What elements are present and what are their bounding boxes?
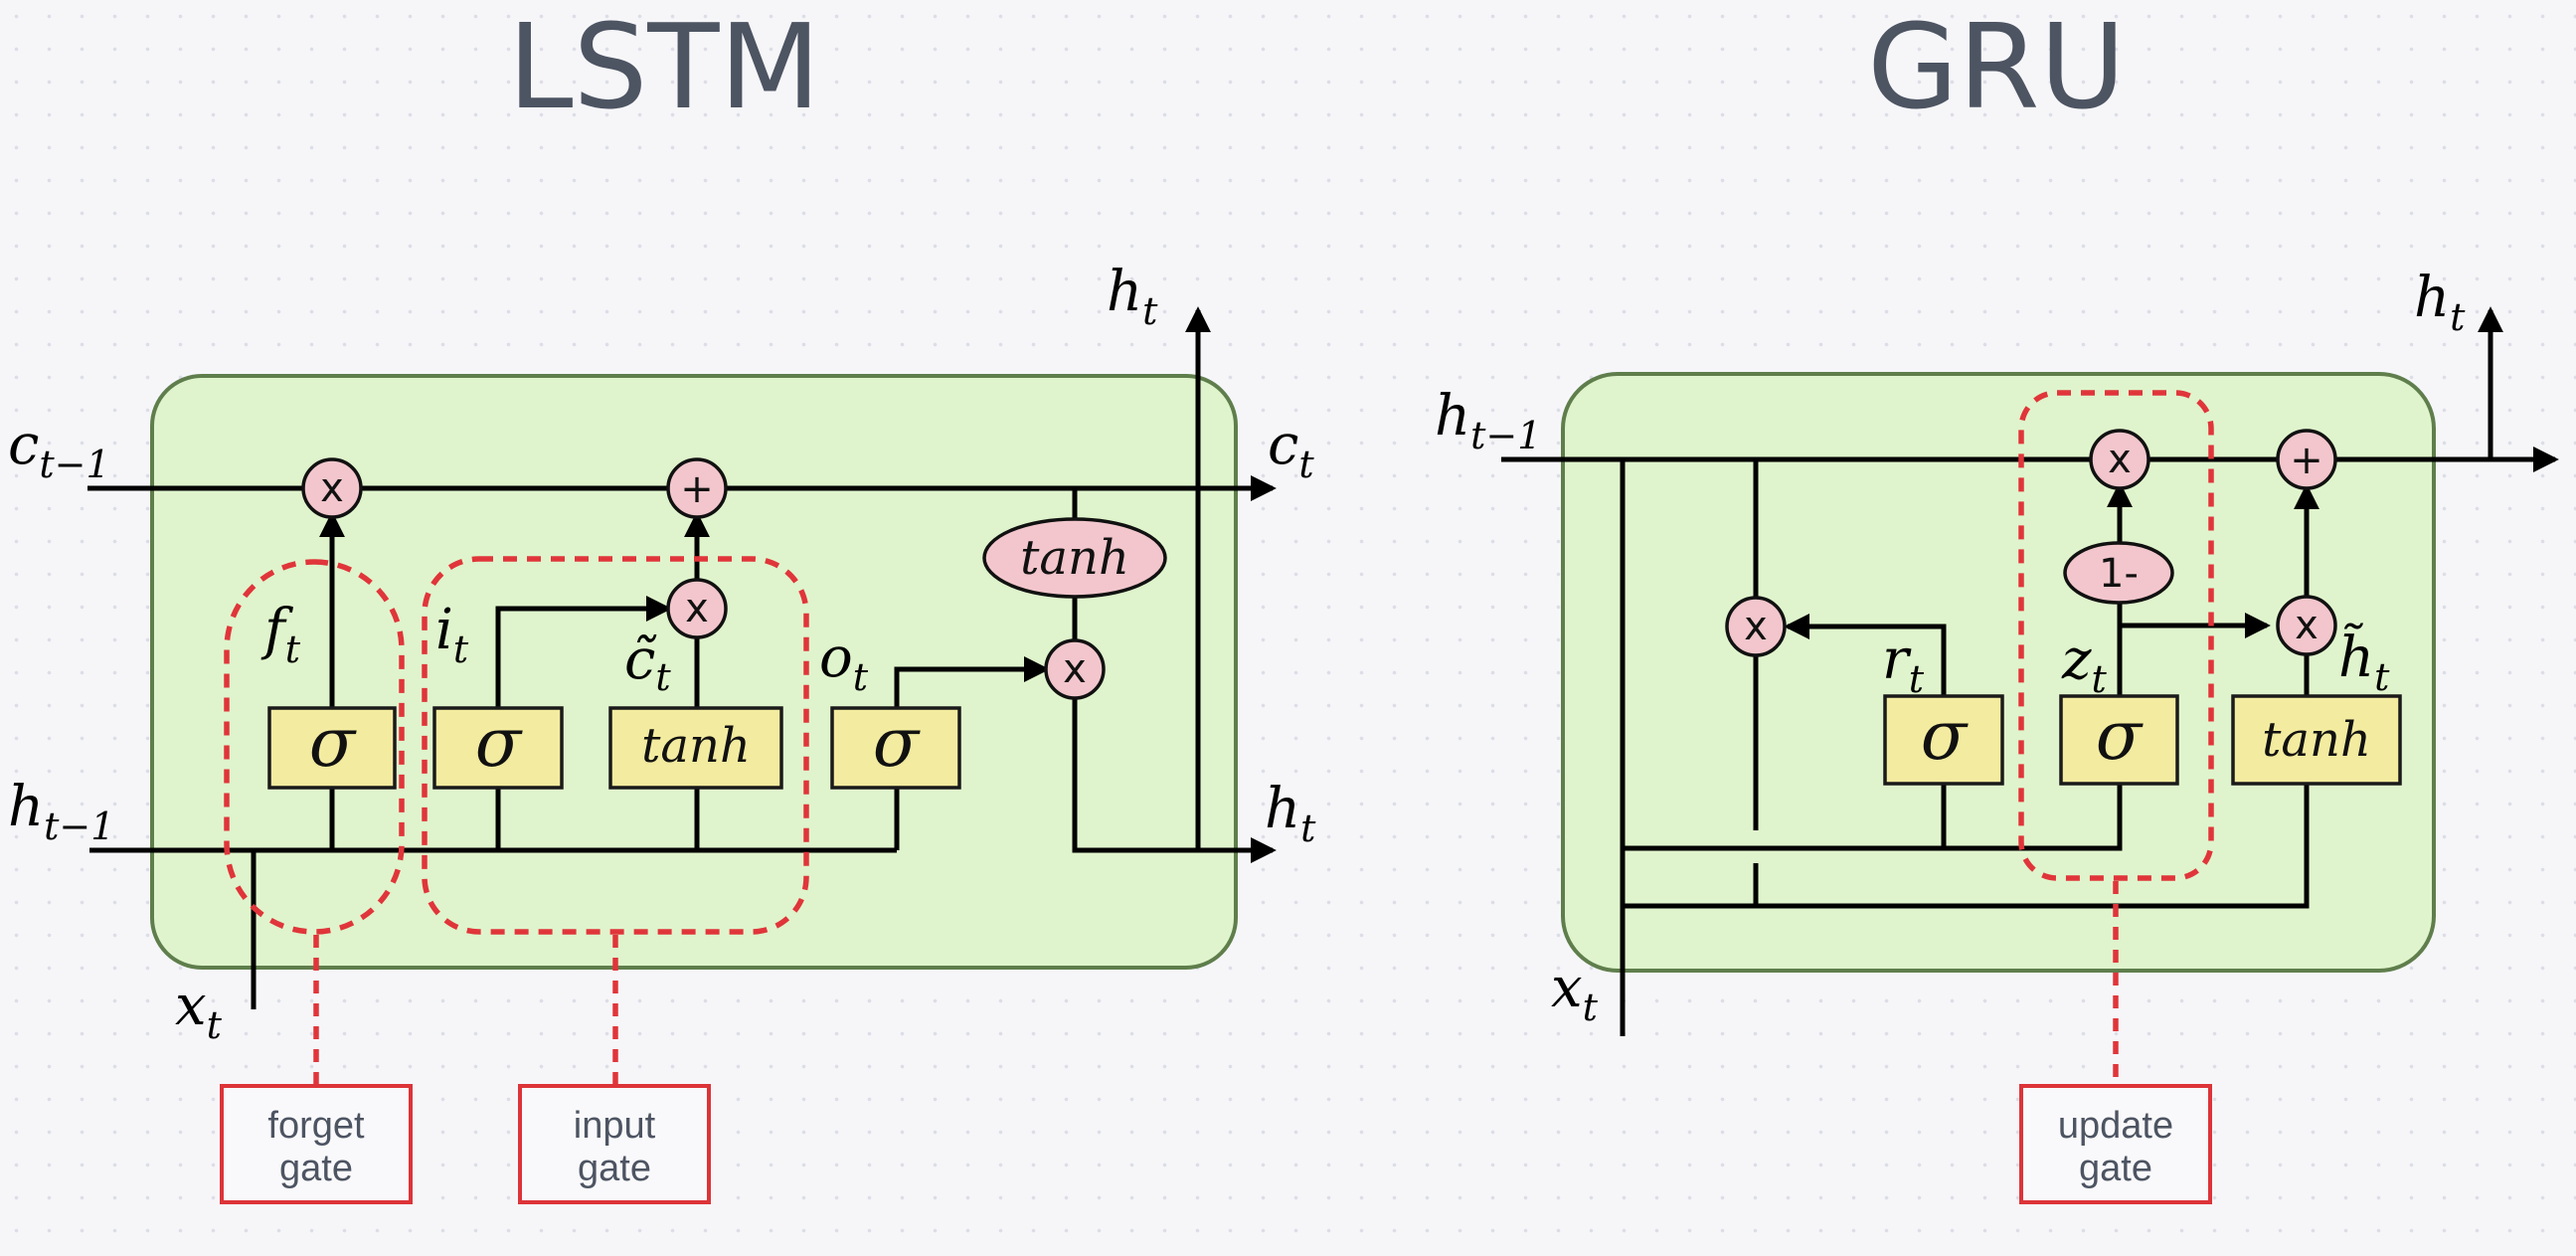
svg-text:x: x	[2108, 437, 2132, 482]
svg-text:σ: σ	[309, 704, 357, 783]
svg-text:x: x	[320, 465, 344, 511]
lstm-input-multiply-op: x	[666, 578, 728, 639]
gru-reset-multiply-op: x	[1725, 596, 1787, 657]
lstm-cell-tanh-op: tanh	[982, 517, 1167, 599]
svg-text:1-: 1-	[2099, 551, 2139, 597]
gru-update-gate-label: update gate	[2019, 1084, 2212, 1204]
gru-h-tilde-label: h̃t	[2338, 623, 2390, 699]
svg-text:x: x	[1063, 646, 1087, 692]
lstm-o-label: ot	[819, 626, 869, 699]
svg-text:tanh: tanh	[2262, 712, 2371, 768]
lstm-cell-add-op: +	[666, 457, 728, 519]
lstm-output-sigma-gate: σ	[830, 704, 961, 790]
gru-h-prev-label: ht−1	[1435, 384, 1541, 457]
svg-text:gate: gate	[279, 1148, 353, 1189]
lstm-candidate-tanh-gate: tanh	[608, 706, 783, 790]
svg-text:σ: σ	[1921, 697, 1969, 776]
lstm-c-next-label: ct	[1268, 413, 1314, 486]
gru-connections	[1501, 306, 2559, 1036]
lstm-forget-multiply-op: x	[301, 457, 363, 519]
gru-z-label: zt	[2061, 628, 2108, 701]
gru-one-minus-op: 1-	[2063, 541, 2174, 605]
svg-text:update: update	[2058, 1105, 2173, 1147]
svg-text:σ: σ	[2096, 697, 2144, 776]
svg-text:tanh: tanh	[1020, 530, 1129, 586]
lstm-x-label: xt	[175, 974, 223, 1047]
lstm-input-gate-highlight	[422, 556, 809, 935]
gru-title: GRU	[1867, 0, 2126, 135]
gru-candidate-multiply-op: x	[2276, 595, 2337, 656]
gru-add-op: +	[2276, 429, 2337, 490]
svg-text:+: +	[680, 466, 714, 512]
gru-reset-sigma-gate: σ	[1883, 694, 2004, 786]
lstm-f-label: ft	[260, 598, 301, 671]
lstm-forget-gate-label: forget gate	[220, 1084, 413, 1204]
svg-text:input: input	[574, 1105, 656, 1147]
lstm-forget-sigma-gate: σ	[267, 704, 397, 790]
gru-update-multiply-op: x	[2089, 429, 2150, 490]
gru-r-label: rt	[1882, 628, 1925, 701]
lstm-input-gate-label: input gate	[518, 1084, 711, 1204]
svg-text:gate: gate	[2079, 1148, 2152, 1189]
lstm-title: LSTM	[508, 0, 821, 135]
lstm-c-prev-label: ct−1	[8, 413, 110, 486]
svg-text:x: x	[2295, 603, 2318, 648]
lstm-hidden-output-line	[1072, 699, 1277, 863]
lstm-output-multiply-op: x	[1044, 638, 1106, 700]
gru-x-label: xt	[1551, 956, 1599, 1029]
gru-candidate-tanh-gate: tanh	[2231, 694, 2402, 786]
lstm-c-tilde-label: c̃t	[624, 628, 671, 699]
lstm-forget-gate-highlight	[224, 559, 405, 935]
lstm-input-sigma-gate: σ	[432, 704, 564, 790]
svg-text:x: x	[1744, 604, 1768, 649]
lstm-h-out-top-label: ht	[1107, 260, 1158, 333]
svg-text:forget: forget	[267, 1105, 365, 1147]
gru-h-out-label: ht	[2414, 266, 2466, 339]
lstm-connections	[87, 306, 1277, 1009]
gru-update-sigma-gate: σ	[2059, 694, 2179, 786]
lstm-h-prev-label: ht−1	[8, 775, 114, 848]
gru-cell-box	[1561, 372, 2436, 973]
lstm-diagram: LSTM	[8, 0, 1316, 1204]
lstm-h-out-right-label: ht	[1265, 777, 1316, 850]
svg-text:σ: σ	[475, 704, 523, 783]
svg-text:gate: gate	[578, 1148, 651, 1189]
gru-update-gate-highlight	[2018, 390, 2214, 881]
lstm-i-label: it	[435, 598, 469, 671]
gru-diagram: GRU σ	[1435, 0, 2559, 1204]
svg-text:tanh: tanh	[641, 718, 751, 774]
svg-text:σ: σ	[873, 704, 921, 783]
svg-text:+: +	[2290, 438, 2323, 483]
svg-text:x: x	[685, 586, 709, 631]
